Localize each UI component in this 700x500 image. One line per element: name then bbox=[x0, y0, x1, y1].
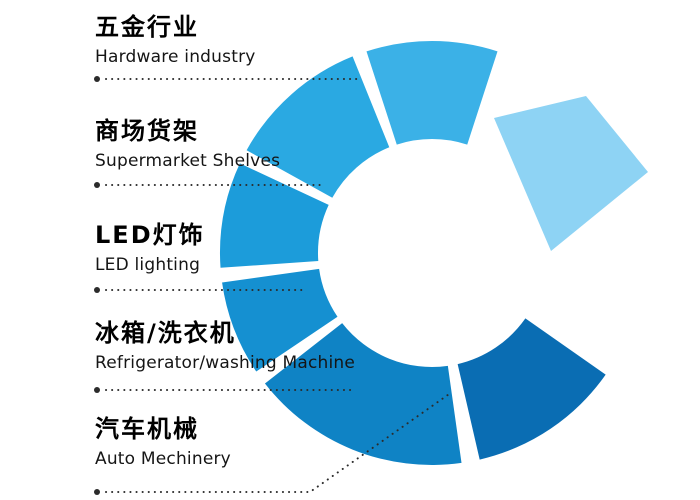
label-en: Hardware industry bbox=[95, 46, 256, 67]
label-auto-mechinery: 汽车机械 Auto Mechinery bbox=[95, 415, 231, 469]
segment-top bbox=[366, 40, 498, 145]
leader-line-auto-mechinery bbox=[105, 391, 453, 493]
leader-dot-refrigerator-washing-machine bbox=[94, 387, 100, 393]
leader-dot-hardware-industry bbox=[94, 76, 100, 82]
leader-dot-auto-mechinery bbox=[94, 489, 100, 495]
label-zh: 汽车机械 bbox=[95, 415, 199, 443]
label-zh: 冰箱/洗衣机 bbox=[95, 319, 236, 347]
label-supermarket-shelves: 商场货架 Supermarket Shelves bbox=[95, 117, 281, 171]
label-refrigerator-washing-machine: 冰箱/洗衣机 Refrigerator/washing Machine bbox=[95, 319, 356, 373]
label-hardware-industry: 五金行业 Hardware industry bbox=[95, 13, 256, 67]
label-zh: 商场货架 bbox=[95, 117, 199, 145]
segment-upper-left bbox=[246, 56, 390, 198]
segment-bottom bbox=[264, 323, 462, 466]
label-zh: 五金行业 bbox=[95, 13, 199, 41]
label-en: Refrigerator/washing Machine bbox=[95, 352, 356, 373]
direction-arrow bbox=[494, 96, 648, 251]
segment-lower-left bbox=[222, 268, 338, 372]
segment-bottom-right bbox=[457, 318, 606, 460]
label-en: LED lighting bbox=[95, 254, 201, 275]
leader-dot-supermarket-shelves bbox=[94, 182, 100, 188]
label-zh: LED灯饰 bbox=[95, 221, 205, 249]
label-led-lighting: LED灯饰 LED lighting bbox=[95, 221, 205, 275]
leader-dot-led-lighting bbox=[94, 287, 100, 293]
label-en: Auto Mechinery bbox=[95, 448, 231, 469]
label-en: Supermarket Shelves bbox=[95, 150, 281, 171]
segment-left bbox=[220, 163, 329, 268]
